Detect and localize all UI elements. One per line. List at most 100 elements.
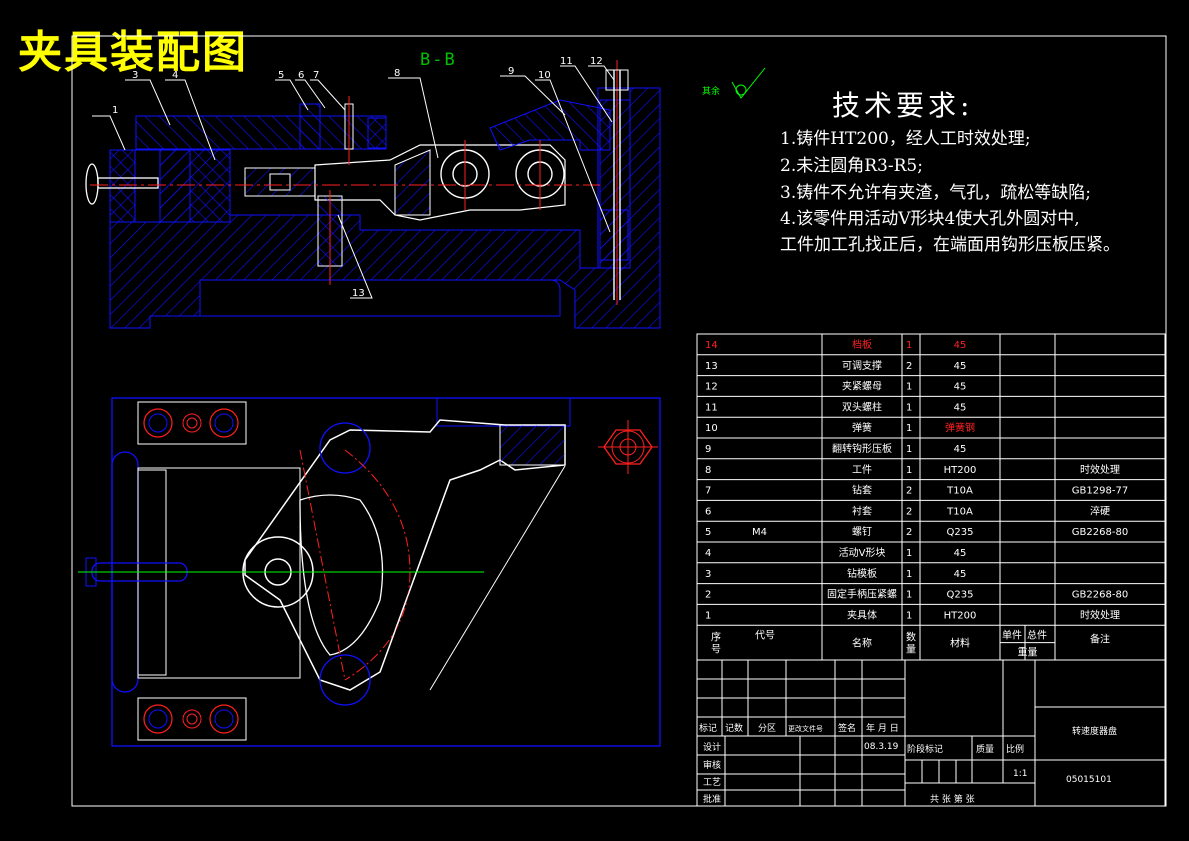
bom-row-no: 1 xyxy=(705,610,711,621)
bom-row-name: 档板 xyxy=(852,338,872,351)
rev-label-doc: 更改文件号 xyxy=(788,724,823,733)
bom-row-name: 双头螺柱 xyxy=(842,400,882,413)
bom-header-code: 代号 xyxy=(755,630,775,642)
bom-row-material: 45 xyxy=(954,361,967,372)
callout-9: 9 xyxy=(508,66,514,77)
section-view xyxy=(85,60,661,329)
bom-row-remark: GB2268-80 xyxy=(1072,527,1128,538)
bom-row-name: 衬套 xyxy=(852,504,872,517)
title-block-text: 标记 记数 分区 更改文件号 签名 年 月 日 设计 审核 工艺 批准 08.3… xyxy=(699,722,1117,805)
bom-row-qty: 1 xyxy=(906,590,912,601)
bom-row-qty: 1 xyxy=(906,402,912,413)
bom-header-material: 材料 xyxy=(950,637,970,650)
bom-row-no: 2 xyxy=(705,590,711,601)
rev-label-mark: 标记 xyxy=(699,722,717,734)
bom-row-qty: 2 xyxy=(906,361,912,372)
rev-label-count: 记数 xyxy=(725,722,743,734)
bom-row-no: 4 xyxy=(705,548,711,559)
bom-row-remark: 时效处理 xyxy=(1080,463,1120,476)
bom-row-qty: 1 xyxy=(906,382,912,393)
role-design: 设计 xyxy=(703,741,721,753)
stage-label: 阶段标记 xyxy=(907,743,943,755)
role-review: 审核 xyxy=(703,759,721,771)
tech-requirement-line: 2.未注圆角R3-R5; xyxy=(780,156,923,176)
bom-row-code: M4 xyxy=(752,527,767,538)
design-date: 08.3.19 xyxy=(864,742,899,752)
mass-label: 质量 xyxy=(976,743,994,755)
bom-row-name: 工件 xyxy=(852,464,872,476)
callout-6: 6 xyxy=(298,70,304,81)
drawing-frame xyxy=(71,35,1167,807)
bom-row-material: 45 xyxy=(954,340,967,351)
bom-row-qty: 1 xyxy=(906,465,912,476)
callout-7: 7 xyxy=(313,70,319,81)
drawing-number: 05015101 xyxy=(1066,775,1112,785)
bom-row-material: 45 xyxy=(954,569,967,580)
callout-13: 13 xyxy=(352,288,365,299)
bom-header-weight: 重量 xyxy=(1018,646,1038,659)
bom-header-unit: 单件 xyxy=(1002,630,1022,642)
tech-requirement-line: 工件加工孔找正后，在端面用钩形压板压紧。 xyxy=(780,235,1120,255)
bom-row-material: HT200 xyxy=(944,465,977,476)
rev-label-date: 年 月 日 xyxy=(866,722,899,734)
tech-requirement-line: 3.铸件不允许有夹渣，气孔，疏松等缺陷; xyxy=(780,183,1091,203)
tech-requirement-line: 1.铸件HT200，经人工时效处理; xyxy=(780,129,1031,149)
bom-row-name: 螺钉 xyxy=(852,526,872,538)
scale-label: 比例 xyxy=(1006,743,1024,755)
roughness-note: 其余 xyxy=(702,87,721,97)
bom-row-no: 13 xyxy=(705,361,718,372)
bom-row-qty: 1 xyxy=(906,423,912,434)
bom-row-remark: 时效处理 xyxy=(1080,608,1120,621)
bom-row-qty: 2 xyxy=(906,527,912,538)
bom-row-no: 8 xyxy=(705,465,711,476)
part-name: 转速度器盘 xyxy=(1072,725,1117,737)
bom-row-qty: 1 xyxy=(906,340,912,351)
bom-table xyxy=(696,333,1166,661)
bom-row-material: 弹簧钢 xyxy=(945,421,975,434)
tech-requirements-title: 技术要求: xyxy=(832,89,974,122)
bom-row-material: HT200 xyxy=(944,610,977,621)
bom-row-no: 12 xyxy=(705,382,718,393)
bom-row-qty: 1 xyxy=(906,569,912,580)
section-label: B-B xyxy=(420,50,457,70)
title-block xyxy=(696,659,1166,807)
role-approve: 批准 xyxy=(703,793,721,805)
bom-row-material: Q235 xyxy=(947,590,974,601)
callout-10: 10 xyxy=(538,70,551,81)
bom-header-remark: 备注 xyxy=(1090,633,1110,646)
callout-8: 8 xyxy=(394,68,400,79)
bom-header-qty: 量 xyxy=(906,644,916,656)
bom-row-no: 10 xyxy=(705,423,718,434)
bom-row-material: 45 xyxy=(954,402,967,413)
bom-row-material: T10A xyxy=(946,486,973,497)
bom-row-no: 14 xyxy=(705,340,718,351)
bom-row-name: 夹紧螺母 xyxy=(842,380,882,393)
sheet-text: 共 张 第 张 xyxy=(930,793,975,805)
bom-header-no: 序 xyxy=(711,631,721,644)
bom-row-no: 5 xyxy=(705,527,711,538)
callout-numbers: 1 3 4 5 6 7 8 9 10 11 12 13 xyxy=(112,56,603,299)
bom-header-no: 号 xyxy=(711,644,721,656)
bom-row-name: 夹具体 xyxy=(847,608,877,621)
bom-row-material: 45 xyxy=(954,548,967,559)
bom-row-material: T10A xyxy=(946,506,973,517)
plan-view xyxy=(78,397,661,747)
bom-row-no: 9 xyxy=(705,444,711,455)
bom-row-no: 11 xyxy=(705,402,718,413)
bom-row-qty: 1 xyxy=(906,610,912,621)
callout-11: 11 xyxy=(560,56,573,67)
bom-header-name: 名称 xyxy=(852,637,872,650)
tech-requirement-line: 4.该零件用活动V形块4使大孔外圆对中, xyxy=(780,209,1080,229)
bom-row-qty: 2 xyxy=(906,506,912,517)
bom-row-name: 可调支撑 xyxy=(842,359,882,372)
bom-row-qty: 2 xyxy=(906,486,912,497)
callout-leaders xyxy=(92,65,615,299)
bom-row-name: 固定手柄压紧螺 xyxy=(827,588,897,601)
bom-row-name: 弹簧 xyxy=(852,421,872,434)
bom-row-material: 45 xyxy=(954,382,967,393)
bom-header-total: 总件 xyxy=(1027,629,1047,642)
bom-row-name: 钻模板 xyxy=(847,567,877,580)
bom-row-no: 6 xyxy=(705,506,711,517)
callout-1: 1 xyxy=(112,105,118,116)
